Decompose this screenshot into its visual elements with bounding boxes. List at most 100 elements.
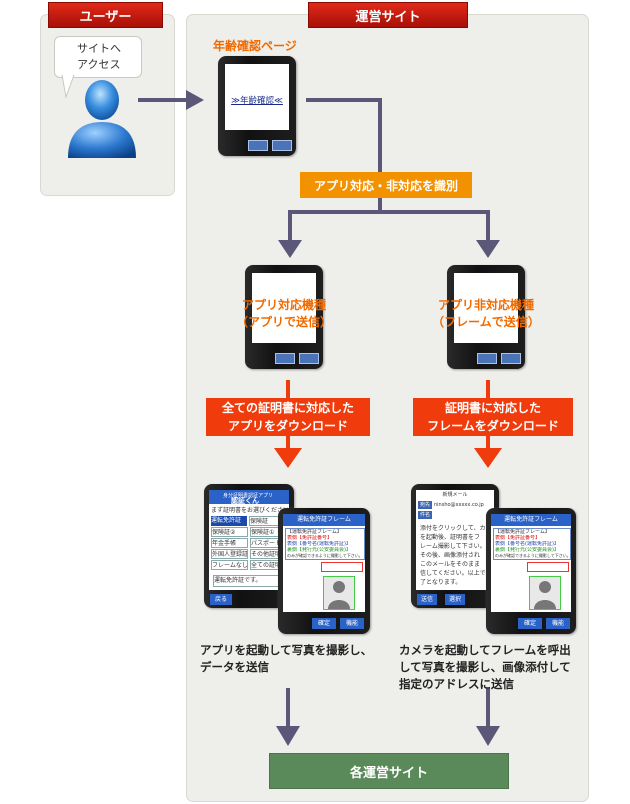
mail-body-line: 添付をクリックして、カメラ: [420, 525, 494, 532]
frame-note: のみが確認できるように撮影して下さい。: [495, 553, 571, 558]
mail-body: 添付をクリックして、カメラ を起動後、証明書をフ レーム撮影して下さい。 その後…: [420, 524, 494, 587]
mail-subject-label: 件名: [418, 511, 432, 519]
app-download-line-1: 全ての証明書に対応した: [221, 401, 354, 415]
frame-title: 運転免許証フレーム: [491, 514, 571, 526]
branch-connector: [288, 198, 382, 244]
mail-screen: 新規メール 宛先 ninsho@xxxxx.co.jp 件名 添付をクリックして…: [416, 490, 494, 590]
mail-body-line: 信してください。以上で: [420, 570, 486, 577]
app-item-grid: 運転免許証 保険証 保険証② 保険証① 年金手帳 パスポート 外国人登録証 その…: [211, 516, 287, 571]
app-phone-caption-line-2: （アプリで送信）: [235, 315, 332, 329]
phone-key-left: [275, 353, 295, 364]
non-app-phone-caption-line-1: アプリ非対応機種: [437, 298, 534, 312]
frame-description-line: して写真を撮影し、画像添付して: [399, 660, 571, 674]
frame-red-box: [527, 562, 569, 572]
frame-screen: 運転免許証フレーム 【運転免許証フレーム】 表側【免許証番号】 表側【番号名(運…: [491, 514, 571, 612]
site-tab: 運営サイト: [308, 2, 468, 28]
frame-func-button[interactable]: 機能: [546, 618, 570, 629]
frame-line-1: 表側【免許証番号】: [495, 535, 541, 541]
frame-note: のみが確認できるように撮影して下さい。: [287, 553, 363, 558]
frame-download-label: 証明書に対応した フレームをダウンロード: [413, 398, 573, 436]
portrait-icon: [328, 581, 350, 609]
branch-connector-right: [380, 210, 490, 244]
frame-photo-area: [323, 576, 355, 610]
app-download-label: 全ての証明書に対応した アプリをダウンロード: [206, 398, 370, 436]
frame-title: 運転免許証フレーム: [283, 514, 365, 526]
age-page-title: 年齢確認ページ: [213, 39, 297, 53]
mail-header: 新規メール: [416, 490, 494, 500]
phone-key-right: [272, 140, 292, 151]
app-download-line-2: アプリをダウンロード: [227, 419, 348, 433]
frame-ok-button[interactable]: 確定: [518, 618, 542, 629]
frame-description: カメラを起動してフレームを呼出 して写真を撮影し、画像添付して 指定のアドレスに…: [399, 642, 585, 693]
bubble-tail: [61, 75, 75, 99]
frame-red-box: [321, 562, 363, 572]
mail-body-line: このメールをそのまま: [420, 561, 481, 568]
app-header: 身分証明書認証アプリ: [223, 493, 274, 499]
age-check-phone: ≫年齢確認≪: [218, 56, 296, 156]
app-screen: 身分証明書認証アプリ 認証くん まず証明書をお選びください 運転免許証 保険証 …: [209, 490, 289, 590]
app-brand: 認証くん: [231, 497, 259, 505]
frame-description-line: カメラを起動してフレームを呼出: [399, 643, 571, 657]
app-phone-caption-line-1: アプリ対応機種: [241, 298, 326, 312]
mail-body-line: を起動後、証明書をフ: [420, 534, 481, 541]
bubble-line-1: サイトへ: [77, 42, 121, 55]
app-prompt: まず証明書をお選びください: [211, 507, 289, 514]
app-phone-caption: アプリ対応機種 （アプリで送信）: [214, 297, 354, 331]
age-check-link[interactable]: ≫年齢確認≪: [231, 96, 283, 106]
frame-screen: 運転免許証フレーム 【運転免許証フレーム】 表側【免許証番号】 表側【番号名(運…: [283, 514, 365, 612]
frame-box-title: 【運転免許証フレーム】: [495, 529, 550, 535]
app-item[interactable]: 年金手帳: [211, 538, 248, 548]
frame-line-1: 表側【免許証番号】: [287, 535, 333, 541]
frame-download-line-2: フレームをダウンロード: [427, 419, 559, 433]
mail-to-value: ninsho@xxxxx.co.jp: [434, 502, 484, 508]
identify-label: アプリ対応・非対応を識別: [300, 172, 472, 198]
user-icon: [68, 80, 136, 158]
app-phone: [245, 265, 323, 369]
mail-send-button[interactable]: 送信: [417, 594, 437, 605]
app-item[interactable]: 外国人登録証: [211, 549, 248, 559]
non-app-phone: [447, 265, 525, 369]
frame-func-button[interactable]: 機能: [340, 618, 364, 629]
app-item[interactable]: 運転免許証: [211, 516, 247, 526]
frame-line-3: 裏側【発行元(公安委員会)】: [287, 547, 351, 553]
mail-select-button[interactable]: 選択: [445, 594, 465, 605]
frame-phone-left: 運転免許証フレーム 【運転免許証フレーム】 表側【免許証番号】 表側【番号名(運…: [278, 508, 370, 634]
mail-body-line: レーム撮影して下さい。: [420, 543, 486, 550]
age-check-screen: ≫年齢確認≪: [225, 64, 289, 130]
non-app-phone-caption: アプリ非対応機種 （フレームで送信）: [416, 297, 556, 331]
speech-bubble: サイトへ アクセス: [54, 36, 142, 78]
frame-description-line: 指定のアドレスに送信: [399, 677, 514, 691]
frame-ok-button[interactable]: 確定: [312, 618, 336, 629]
phone-key-right: [299, 353, 319, 364]
non-app-phone-caption-line-2: （フレームで送信）: [432, 315, 540, 329]
frame-info-box: 【運転免許証フレーム】 表側【免許証番号】 表側【番号名(運転免許証)】 裏側【…: [285, 528, 365, 560]
age-page-connector: [306, 98, 382, 172]
frame-box-title: 【運転免許証フレーム】: [287, 529, 342, 535]
portrait-icon: [534, 581, 556, 609]
app-status: 運転免許証です。: [213, 575, 285, 587]
mail-body-line: 了となります。: [420, 579, 462, 586]
app-item[interactable]: 保険証②: [211, 527, 248, 537]
phone-key-right: [501, 353, 521, 364]
phone-key-left: [248, 140, 268, 151]
app-item[interactable]: フレームなし: [211, 560, 248, 570]
frame-line-2: 表側【番号名(運転免許証)】: [495, 541, 559, 547]
phone-key-left: [477, 353, 497, 364]
frame-download-line-1: 証明書に対応した: [444, 401, 541, 415]
user-tab: ユーザー: [48, 2, 163, 28]
frame-line-2: 表側【番号名(運転免許証)】: [287, 541, 351, 547]
frame-line-3: 裏側【発行元(公安委員会)】: [495, 547, 559, 553]
frame-info-box: 【運転免許証フレーム】 表側【免許証番号】 表側【番号名(運転免許証)】 裏側【…: [493, 528, 571, 560]
frame-photo-area: [529, 576, 561, 610]
bubble-line-2: アクセス: [77, 58, 121, 71]
mail-phone: 新規メール 宛先 ninsho@xxxxx.co.jp 件名 添付をクリックして…: [411, 484, 499, 608]
app-description: アプリを起動して写真を撮影し、 データを送信: [200, 642, 390, 676]
app-description-line: データを送信: [200, 660, 269, 674]
mail-to-label: 宛先: [418, 501, 432, 509]
app-back-button[interactable]: 戻る: [210, 594, 232, 605]
frame-phone-right: 運転免許証フレーム 【運転免許証フレーム】 表側【免許証番号】 表側【番号名(運…: [486, 508, 576, 634]
mail-body-line: その後、画像添付され: [420, 552, 481, 559]
app-description-line: アプリを起動して写真を撮影し、: [200, 643, 373, 657]
operating-sites-box: 各運営サイト: [269, 753, 509, 789]
